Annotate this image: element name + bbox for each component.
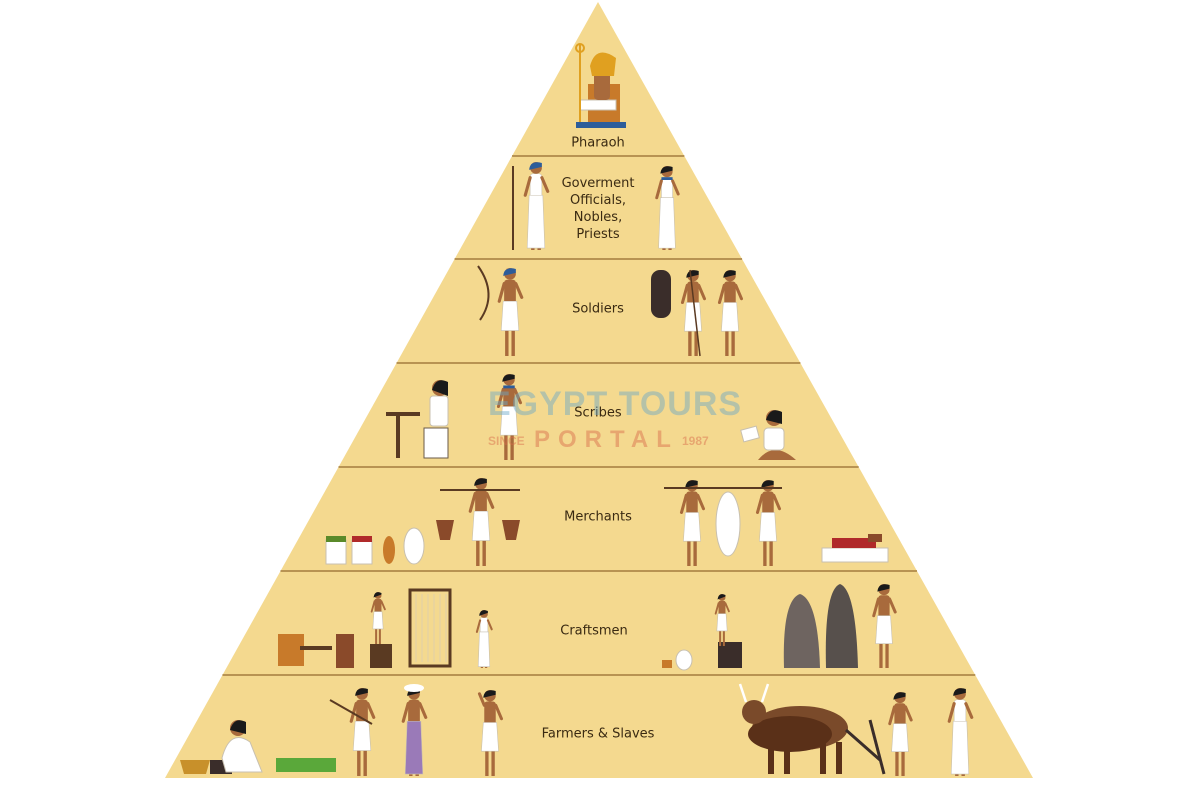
ox-plow-icon (738, 683, 886, 775)
shield-spear-soldier-icon (680, 270, 706, 356)
shield-spear-soldier-icon (717, 270, 743, 356)
tier-dividers (222, 155, 976, 676)
potter-seated-icon (370, 592, 386, 644)
tier-label-craftsmen: Craftsmen (560, 623, 628, 639)
tier-label-officials: Goverment Officials, Nobles, Priests (561, 176, 635, 242)
pole-carriers-icon (679, 480, 705, 566)
scale-pan-icon (436, 520, 454, 540)
sack-icon (715, 491, 741, 557)
pottery-maker-icon (278, 634, 392, 668)
seated-scribe-desk-icon (386, 380, 449, 459)
cloth-goods-icon (821, 534, 889, 563)
priest-with-staff-icon (523, 162, 550, 250)
potter-icon (714, 594, 730, 646)
plowman-icon (888, 692, 913, 776)
woman-with-basket-icon (401, 688, 428, 776)
farmer-with-hoe-icon (349, 688, 376, 776)
hoe-icon (329, 699, 373, 725)
weaver-icon (475, 610, 493, 668)
tier-label-merchants: Merchants (564, 509, 632, 525)
archer-icon (497, 268, 524, 356)
scale-pan-icon (502, 520, 520, 540)
woman-farmer-icon (947, 688, 974, 776)
shield-icon (651, 270, 671, 318)
spear-icon (689, 269, 701, 357)
noble-icon (655, 166, 680, 250)
scale-carrier-icon (468, 478, 495, 566)
tier-label-scribes: Scribes (574, 405, 622, 421)
grain-grinder-icon (180, 720, 336, 774)
pots-and-vases-icon (325, 527, 425, 565)
stone-carver-icon (783, 584, 858, 668)
tier-figures (180, 43, 974, 776)
weaver-loom-icon (408, 588, 452, 668)
sower-icon (477, 690, 503, 776)
basket-icon (404, 684, 424, 692)
pharaoh-on-throne-icon (575, 43, 626, 128)
pyramid-shape (165, 2, 1033, 778)
standing-scribe-icon (496, 374, 522, 460)
sitting-scribe-papyrus-icon (740, 410, 796, 460)
tier-label-soldiers: Soldiers (572, 301, 624, 317)
carver-icon (872, 584, 897, 668)
potter-wheel-icon (662, 642, 742, 671)
tier-label-farmers: Farmers & Slaves (541, 726, 655, 742)
bow-icon (477, 265, 490, 321)
tier-label-pharaoh: Pharaoh (571, 135, 625, 151)
